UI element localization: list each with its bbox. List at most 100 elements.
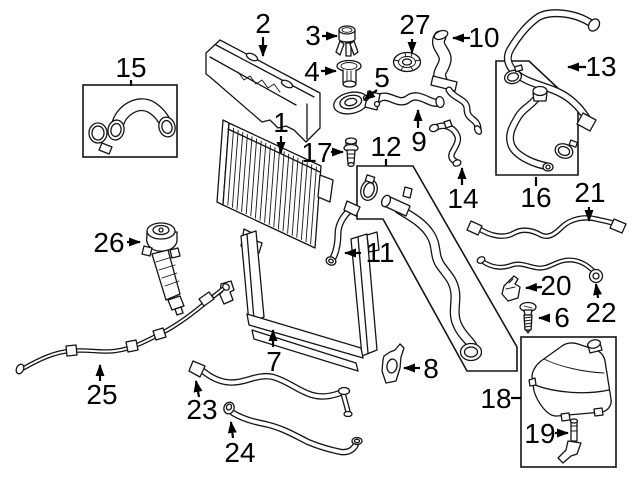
part-4-cap[interactable] xyxy=(336,59,362,88)
part-25-vent-pipe[interactable] xyxy=(15,282,231,375)
callout-22[interactable]: 22 xyxy=(585,283,617,328)
callout-number: 12 xyxy=(370,131,401,162)
callout-10[interactable]: 10 xyxy=(452,22,500,53)
callout-number: 17 xyxy=(301,137,332,168)
part-8-bracket[interactable] xyxy=(381,343,405,384)
callout-6[interactable]: 6 xyxy=(538,302,570,333)
part-7-lower-frame[interactable] xyxy=(219,230,380,372)
right-tab xyxy=(317,174,334,203)
part-3-cap-insert[interactable] xyxy=(335,25,359,57)
callout-number: 20 xyxy=(540,270,571,301)
end-cap xyxy=(188,360,206,378)
part-11-elbow-pipe[interactable] xyxy=(325,200,361,266)
callout-number: 24 xyxy=(224,437,255,468)
callout-4[interactable]: 4 xyxy=(304,56,337,87)
callout-26[interactable]: 26 xyxy=(93,227,141,258)
callout-number: 1 xyxy=(273,107,289,138)
callout-1[interactable]: 1 xyxy=(273,107,289,154)
outline xyxy=(205,39,321,143)
callout-2[interactable]: 2 xyxy=(255,8,271,57)
left-post xyxy=(240,230,265,324)
callout-number: 6 xyxy=(554,302,570,333)
part-26-vent-valve[interactable] xyxy=(141,222,185,316)
callout-12[interactable]: 12 xyxy=(370,131,402,166)
callout-number: 27 xyxy=(399,9,430,40)
part-17-bleed-screw[interactable] xyxy=(343,137,359,167)
part-2-radiator-support[interactable] xyxy=(205,39,321,143)
callout-number: 2 xyxy=(255,8,271,39)
outline xyxy=(531,342,612,417)
callout-23[interactable]: 23 xyxy=(186,380,218,425)
callout-15[interactable]: 15 xyxy=(115,52,147,86)
callout-number: 18 xyxy=(480,383,511,414)
callout-arrow xyxy=(227,421,237,439)
callout-20[interactable]: 20 xyxy=(525,270,572,301)
flange xyxy=(430,75,458,92)
callout-16[interactable]: 16 xyxy=(520,177,552,213)
open-end xyxy=(587,18,601,32)
callout-8[interactable]: 8 xyxy=(403,353,439,384)
part-14-hose[interactable] xyxy=(428,119,462,167)
callout-14[interactable]: 14 xyxy=(447,167,479,214)
part-21-hose[interactable] xyxy=(466,215,627,240)
callout-11[interactable]: 11 xyxy=(344,237,395,268)
callout-19[interactable]: 19 xyxy=(524,418,569,449)
bottom-rail xyxy=(246,313,364,359)
callout-3[interactable]: 3 xyxy=(305,20,338,51)
body xyxy=(151,249,181,301)
radiator-fins xyxy=(227,127,317,245)
part-6-screw[interactable] xyxy=(519,301,537,334)
callout-number: 26 xyxy=(93,227,124,258)
callout-number: 23 xyxy=(186,394,217,425)
callout-number: 25 xyxy=(86,379,117,410)
callout-arrow xyxy=(193,380,203,398)
part-19-sensor[interactable] xyxy=(557,418,582,464)
part-5-seal-ring[interactable] xyxy=(332,89,371,117)
callout-24[interactable]: 24 xyxy=(224,421,256,468)
part-10-hose[interactable] xyxy=(430,29,483,136)
callout-number: 4 xyxy=(304,56,320,87)
open-end xyxy=(435,95,445,109)
part-18-expansion-tank[interactable] xyxy=(528,338,612,422)
part-22-hose[interactable] xyxy=(476,255,604,284)
callout-13[interactable]: 13 xyxy=(567,51,617,82)
callout-arrow xyxy=(525,282,543,292)
callout-27[interactable]: 27 xyxy=(399,9,431,54)
part-24-hose[interactable] xyxy=(222,401,363,456)
callout-17[interactable]: 17 xyxy=(301,137,344,168)
part-15-elbow-hose[interactable] xyxy=(88,98,177,155)
callout-number: 11 xyxy=(365,237,394,268)
callout-18[interactable]: 18 xyxy=(480,383,521,414)
callout-number: 3 xyxy=(305,20,321,51)
part-13-hose[interactable] xyxy=(503,9,602,132)
part-23-hose[interactable] xyxy=(188,360,353,418)
callout-21[interactable]: 21 xyxy=(574,177,606,222)
callout-number: 14 xyxy=(447,183,478,214)
callout-number: 7 xyxy=(266,346,282,377)
part-12-hose[interactable] xyxy=(358,174,483,362)
callout-9[interactable]: 9 xyxy=(411,109,427,157)
callout-number: 15 xyxy=(115,52,146,83)
part-27-lobed-cap[interactable] xyxy=(392,51,422,73)
callout-7[interactable]: 7 xyxy=(266,329,282,377)
callout-arrow xyxy=(363,89,378,101)
part-1-radiator[interactable] xyxy=(216,119,334,254)
callout-arrow xyxy=(593,283,603,299)
callout-number: 8 xyxy=(423,353,439,384)
right-post xyxy=(350,233,378,357)
part-20-clip[interactable] xyxy=(501,275,521,302)
part-16-hose-kit[interactable] xyxy=(503,64,579,172)
callout-number: 9 xyxy=(411,126,427,157)
part-9-hose[interactable] xyxy=(362,90,445,111)
callout-number: 21 xyxy=(574,177,605,208)
open-end xyxy=(433,29,449,41)
callout-number: 10 xyxy=(468,22,499,53)
callout-25[interactable]: 25 xyxy=(86,364,118,410)
callout-5[interactable]: 5 xyxy=(363,62,390,101)
callout-number: 13 xyxy=(585,51,616,82)
callout-number: 16 xyxy=(520,182,551,213)
callout-number: 19 xyxy=(524,418,555,449)
